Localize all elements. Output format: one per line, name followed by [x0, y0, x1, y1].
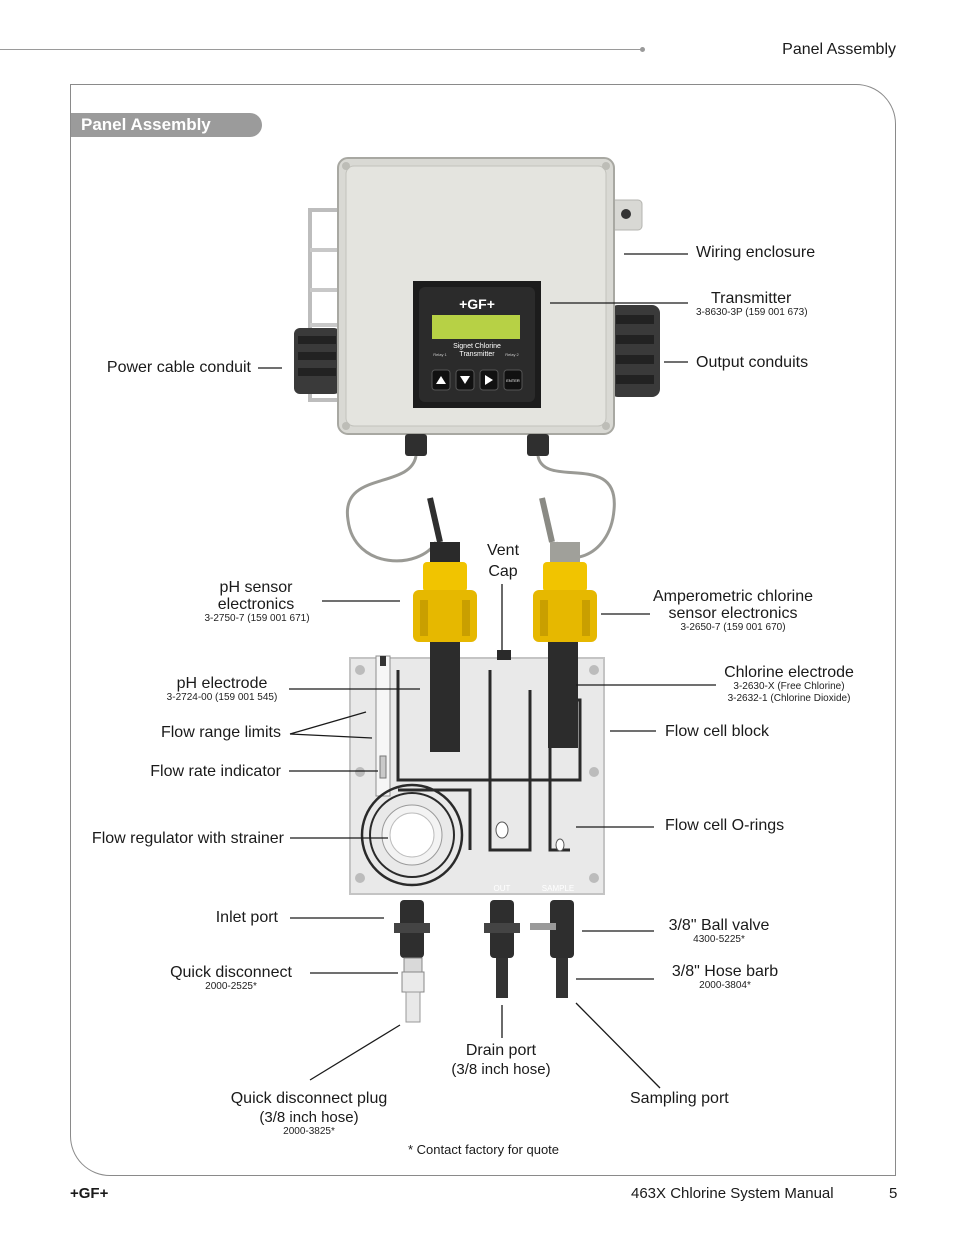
- page-number: 5: [889, 1185, 898, 1202]
- label-qd-plug-sub: (3/8 inch hose): [259, 1109, 359, 1126]
- display-text-1: Signet Chlorine: [453, 343, 501, 350]
- part-number-hose-barb: 2000-3804*: [699, 980, 751, 991]
- relay-1-label: Relay 1: [433, 352, 447, 357]
- label-amperometric-line-2: sensor electronics: [668, 605, 798, 622]
- ph-sensor-electronics: [413, 542, 477, 642]
- flow-cell-o-ring: [495, 821, 509, 839]
- part-number-ph-electrode: 3-2724-00 (159 001 545): [166, 692, 278, 703]
- amperometric-chlorine-sensor-electronics: [533, 542, 597, 642]
- output-conduits: [601, 199, 660, 397]
- label-hose-barb: 3/8" Hose barb: [671, 963, 779, 980]
- label-power-cable-conduit: Power cable conduit: [106, 359, 251, 376]
- transmitter: +GF+ Signet Chlorine Transmitter Relay 1…: [413, 281, 541, 408]
- label-transmitter: Transmitter: [711, 290, 792, 307]
- sampling-ball-valve: [530, 900, 574, 998]
- drain-ball-valve: [484, 900, 520, 998]
- relay-2-label: Relay 2: [505, 352, 519, 357]
- footer-manual-title: 463X Chlorine System Manual: [631, 1185, 834, 1202]
- header-rule-dot: [640, 47, 645, 52]
- footer-logo: +GF+: [70, 1185, 109, 1202]
- part-number-amperometric: 3-2650-7 (159 001 670): [680, 622, 786, 633]
- up-arrow-icon: [436, 376, 446, 384]
- label-flow-range-limits: Flow range limits: [160, 724, 281, 741]
- part-number-chlorine-electrode-2: 3-2632-1 (Chlorine Dioxide): [727, 693, 851, 704]
- chlorine-electrode: [548, 642, 578, 748]
- label-sampling-port: Sampling port: [630, 1090, 729, 1107]
- flow-cell-o-ring: [555, 838, 565, 852]
- label-drain-port: Drain port: [465, 1042, 537, 1059]
- content-frame: [70, 84, 896, 1176]
- sampling-hose-barb: [556, 958, 568, 998]
- part-number-ball-valve: 4300-5225*: [693, 934, 745, 945]
- flow-regulator-with-strainer: [360, 783, 464, 887]
- footnote-contact-factory: * Contact factory for quote: [408, 1142, 560, 1157]
- label-inlet-port: Inlet port: [215, 909, 278, 926]
- label-ball-valve: 3/8" Ball valve: [668, 917, 770, 934]
- label-drain-port-sub: (3/8 inch hose): [451, 1061, 551, 1078]
- label-ph-sensor-line-1: pH sensor: [219, 579, 293, 596]
- part-number-ph-sensor: 3-2750-7 (159 001 671): [204, 613, 310, 624]
- label-chlorine-electrode: Chlorine electrode: [724, 664, 854, 681]
- section-heading: Panel Assembly: [71, 113, 262, 137]
- label-qd-plug: Quick disconnect plug: [230, 1090, 388, 1107]
- quick-disconnect: [401, 957, 425, 993]
- ball-valve-handle: [530, 923, 556, 930]
- label-ph-sensor-line-2: electronics: [217, 596, 295, 613]
- inlet-ball-valve: [394, 900, 430, 958]
- part-number-chlorine-electrode-1: 3-2630-X (Free Chlorine): [733, 681, 845, 692]
- part-number-quick-disconnect: 2000-2525*: [205, 981, 257, 992]
- label-output-conduits: Output conduits: [696, 354, 809, 371]
- vent-cap: [497, 650, 511, 660]
- part-number-qd-plug: 2000-3825*: [283, 1126, 335, 1137]
- display-text-2: Transmitter: [459, 351, 495, 358]
- label-amperometric-line-1: Amperometric chlorine: [652, 588, 814, 605]
- port-sample-label: SAMPLE: [542, 884, 574, 893]
- quick-disconnect-plug: [405, 991, 421, 1023]
- label-flow-regulator: Flow regulator with strainer: [91, 830, 284, 847]
- transmitter-lcd: [432, 315, 520, 339]
- right-arrow-icon: [485, 375, 493, 385]
- transmitter-logo: +GF+: [459, 296, 495, 312]
- label-vent-cap-line-1: Vent: [486, 542, 520, 559]
- panel-assembly-illustration: +GF+ Signet Chlorine Transmitter Relay 1…: [294, 157, 660, 895]
- running-header: Panel Assembly: [782, 41, 896, 58]
- label-flow-cell-o-rings: Flow cell O-rings: [665, 817, 785, 834]
- label-vent-cap-line-2: Cap: [488, 563, 518, 580]
- label-flow-cell-block: Flow cell block: [665, 723, 770, 740]
- part-number-transmitter: 3-8630-3P (159 001 673): [696, 307, 808, 318]
- header-rule: [0, 49, 642, 50]
- enter-key-label: ENTER: [506, 378, 520, 383]
- label-quick-disconnect: Quick disconnect: [170, 964, 292, 981]
- port-out-label: OUT: [494, 884, 511, 893]
- ph-electrode: [430, 642, 460, 752]
- bottom-fittings: [394, 900, 574, 1023]
- flow-rate-indicator: [375, 655, 391, 797]
- down-arrow-icon: [460, 376, 470, 384]
- label-wiring-enclosure: Wiring enclosure: [696, 244, 816, 261]
- label-ph-electrode: pH electrode: [176, 675, 268, 692]
- label-flow-rate-indicator: Flow rate indicator: [150, 763, 281, 780]
- drain-hose-barb: [496, 958, 508, 998]
